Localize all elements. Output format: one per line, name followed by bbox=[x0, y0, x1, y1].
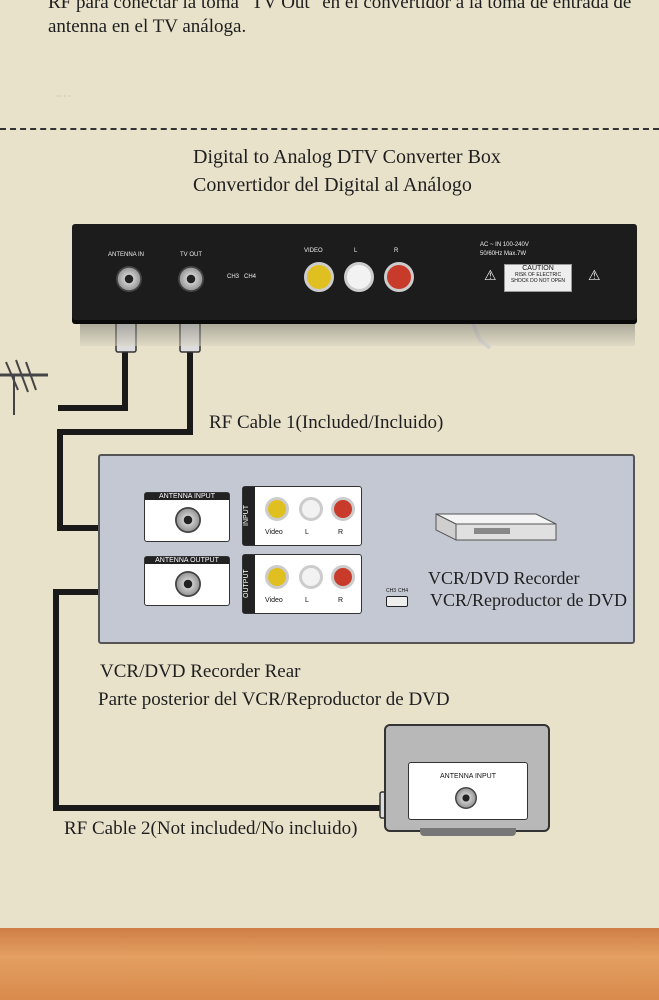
converter-reflection bbox=[80, 318, 635, 346]
vcr-ch4-label: CH4 bbox=[398, 588, 409, 594]
antenna-icon bbox=[0, 359, 48, 415]
vcr-output-l-label: L bbox=[305, 597, 309, 604]
vcr-input-video-jack bbox=[265, 497, 289, 521]
vcr-input-l-jack bbox=[299, 497, 323, 521]
vcr-output-l-jack bbox=[299, 565, 323, 589]
vcr-antenna-input-jack bbox=[175, 507, 201, 533]
caution-label-plate: CAUTION RISK OF ELECTRIC SHOCK DO NOT OP… bbox=[504, 264, 572, 292]
tv-out-jack bbox=[178, 266, 204, 292]
video-label: VIDEO bbox=[304, 248, 323, 254]
orange-band bbox=[0, 928, 659, 1000]
vcr-output-video-jack bbox=[265, 565, 289, 589]
vcr-rear-label-en: VCR/DVD Recorder Rear bbox=[100, 661, 301, 682]
antenna-cable bbox=[58, 350, 128, 411]
top-text-line-1: RF para conectar la toma "TV Out" en el … bbox=[48, 0, 632, 13]
vcr-rear-label-es: Parte posterior del VCR/Reproductor de D… bbox=[98, 689, 450, 710]
vcr-ch3-label: CH3 bbox=[386, 588, 397, 594]
vcr-input-tag: INPUT bbox=[243, 487, 255, 545]
tv-antenna-input-jack bbox=[455, 787, 477, 809]
vcr-antenna-input-section: ANTENNA INPUT bbox=[144, 492, 230, 542]
l-label: L bbox=[354, 248, 358, 254]
vcr-output-r-label: R bbox=[338, 597, 344, 604]
rf-cable-1-label: RF Cable 1(Included/Incluido) bbox=[209, 412, 444, 433]
ch3-label: CH3 bbox=[227, 274, 240, 280]
r-label: R bbox=[394, 248, 399, 254]
rf-cable-2 bbox=[53, 589, 380, 811]
vcr-output-tag: OUTPUT bbox=[243, 555, 255, 613]
l-rca-jack bbox=[344, 262, 374, 292]
vcr-input-video-label: Video bbox=[265, 529, 283, 536]
antenna-in-jack bbox=[116, 266, 142, 292]
dashed-divider bbox=[0, 128, 659, 130]
vcr-antenna-output-jack bbox=[175, 571, 201, 597]
diagram-title-es: Convertidor del Digital al Análogo bbox=[193, 174, 472, 196]
r-rca-jack bbox=[384, 262, 414, 292]
ac-rating-label: 50/60Hz Max.7W bbox=[480, 251, 527, 257]
vcr-antenna-output-label: ANTENNA OUTPUT bbox=[145, 557, 229, 564]
vcr-device-label-en: VCR/DVD Recorder bbox=[428, 568, 580, 588]
tv-antenna-input-label: ANTENNA INPUT bbox=[439, 773, 496, 780]
vcr-output-r-jack bbox=[331, 565, 355, 589]
converter-box: ANTENNA IN TV OUT CH3 CH4 VIDEO L R AC ~… bbox=[72, 224, 637, 320]
rf-cable-2-label: RF Cable 2(Not included/No incluido) bbox=[64, 818, 358, 839]
rf-cable-1 bbox=[57, 350, 193, 531]
caution-sub-1: RISK OF ELECTRIC bbox=[514, 272, 562, 278]
warning-triangle-icon-2: ⚠ bbox=[588, 269, 601, 284]
faint-marks: ·· · · bbox=[56, 92, 71, 101]
vcr-device-icon bbox=[435, 513, 557, 541]
diagram-title-en: Digital to Analog DTV Converter Box bbox=[193, 146, 501, 168]
vcr-input-section: INPUT Video L R bbox=[242, 486, 362, 546]
vcr-channel-switch bbox=[386, 596, 408, 607]
top-text-line-2: antenna en el TV análoga. bbox=[48, 16, 247, 37]
video-rca-jack bbox=[304, 262, 334, 292]
vcr-device-label-es: VCR/Reproductor de DVD bbox=[430, 590, 627, 610]
vcr-antenna-input-label: ANTENNA INPUT bbox=[145, 493, 229, 500]
antenna-in-label: ANTENNA IN bbox=[108, 252, 145, 258]
tv-out-label: TV OUT bbox=[180, 252, 202, 258]
warning-triangle-icon: ⚠ bbox=[484, 269, 497, 284]
vcr-antenna-output-section: ANTENNA OUTPUT bbox=[144, 556, 230, 606]
vcr-output-section: OUTPUT Video L R bbox=[242, 554, 362, 614]
vcr-rear-panel: ANTENNA INPUT ANTENNA OUTPUT INPUT Video… bbox=[98, 454, 635, 644]
caution-label: CAUTION bbox=[522, 265, 554, 272]
tv-stand bbox=[420, 828, 516, 836]
vcr-input-l-label: L bbox=[305, 529, 309, 536]
ch4-label: CH4 bbox=[244, 274, 257, 280]
ac-in-label: AC ~ IN 100-240V bbox=[480, 242, 529, 248]
vcr-input-r-jack bbox=[331, 497, 355, 521]
tv-antenna-input-section: ANTENNA INPUT bbox=[408, 762, 528, 820]
caution-sub-2: SHOCK DO NOT OPEN bbox=[510, 278, 566, 284]
vcr-input-r-label: R bbox=[338, 529, 344, 536]
vcr-output-video-label: Video bbox=[265, 597, 283, 604]
